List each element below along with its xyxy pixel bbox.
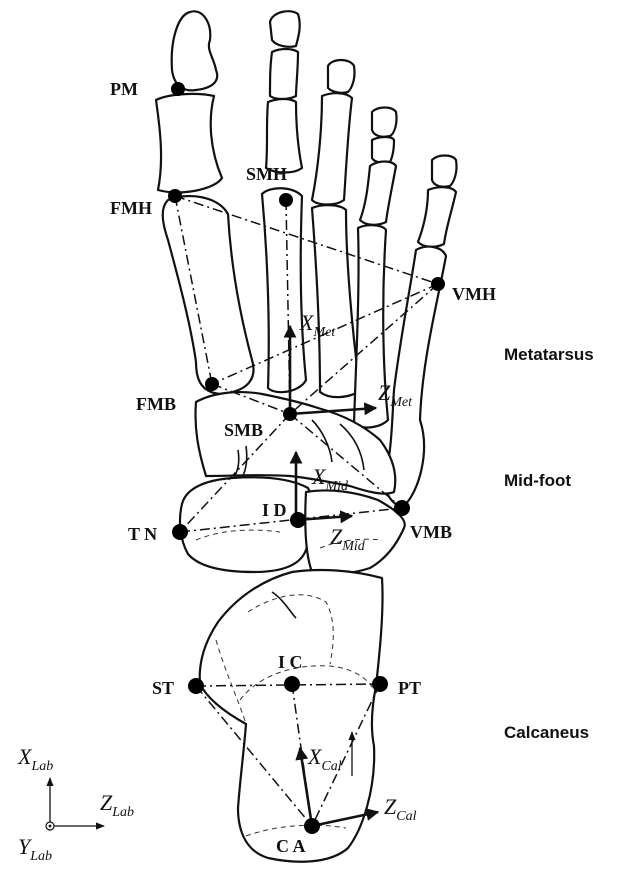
lab-coordinate-frame: XLab ZLab YLab [17,744,134,864]
label-smb: SMB [224,420,263,440]
label-fmb: FMB [136,394,176,414]
bone-outlines [156,11,457,862]
region-midfoot: Mid-foot [504,471,571,490]
first-metatarsal [163,196,254,394]
second-toe-distal [270,11,300,47]
marker-vmb [394,500,410,516]
label-tn: T N [128,524,157,544]
hallux-distal-phalanx [172,11,217,90]
region-metatarsus: Metatarsus [504,345,594,364]
label-y-lab: YLab [18,834,52,864]
second-toe-proximal [266,99,302,173]
label-id: I D [262,500,287,520]
label-st: ST [152,678,174,698]
marker-smb [283,407,297,421]
marker-pt [372,676,388,692]
cuboid [305,490,405,574]
label-pm: PM [110,79,138,99]
marker-id [290,512,306,528]
second-toe-middle [270,49,298,99]
fourth-toe-distal [372,108,397,137]
label-vmb: VMB [410,522,452,542]
marker-fmb [205,377,219,391]
label-pt: PT [398,678,421,698]
marker-tn [172,524,188,540]
fourth-toe-middle [372,137,394,163]
third-toe-distal [328,60,355,93]
third-metatarsal [312,205,360,397]
marker-smh [279,193,293,207]
second-metatarsal [262,188,306,392]
label-ic: I C [278,652,303,672]
label-x-lab: XLab [17,744,53,774]
region-labels: Metatarsus Mid-foot Calcaneus [504,345,594,742]
marker-st [188,678,204,694]
label-ca: C A [276,836,306,856]
label-z-lab: ZLab [100,790,134,820]
label-smh: SMH [246,164,287,184]
label-z-cal: ZCal [384,794,417,824]
marker-pm [171,82,185,96]
fourth-toe-proximal [360,162,396,225]
label-fmh: FMH [110,198,152,218]
marker-vmh [431,277,445,291]
label-vmh: VMH [452,284,496,304]
marker-fmh [168,189,182,203]
hallux-proximal-phalanx [156,94,222,192]
marker-ca [304,818,320,834]
y-lab-origin-dot [49,825,52,828]
fifth-toe-distal [432,156,457,187]
third-toe-proximal [312,93,352,204]
region-calcaneus: Calcaneus [504,723,589,742]
marker-ic [284,676,300,692]
fifth-toe-proximal [418,187,456,247]
